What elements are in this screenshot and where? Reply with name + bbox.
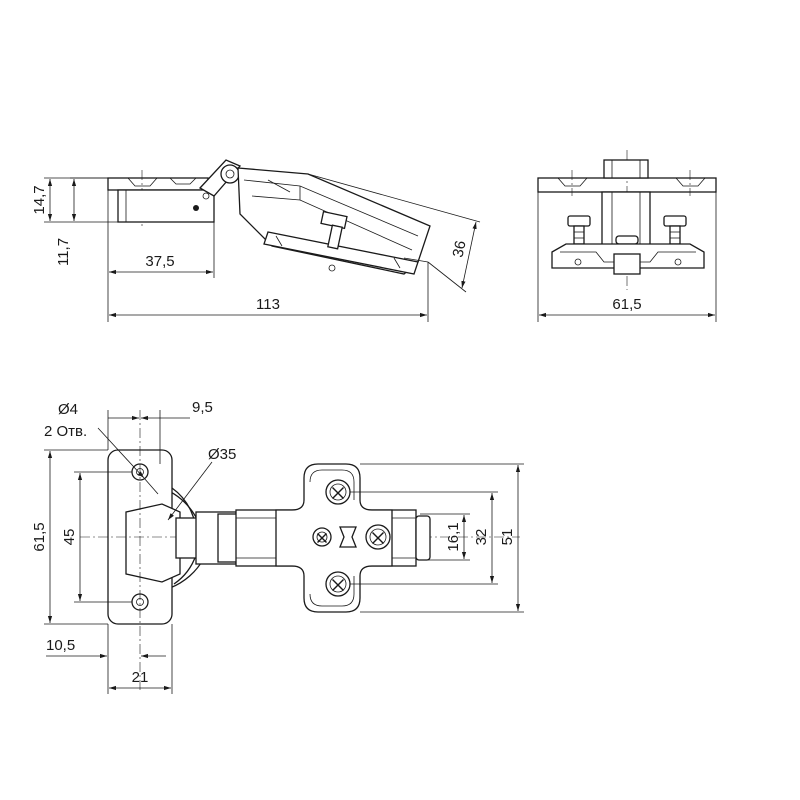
screw-top-icon	[325, 479, 351, 505]
front-knuckle-block	[603, 159, 649, 179]
label-cup-diameter: Ø35	[208, 446, 236, 463]
front-countersink-right	[675, 177, 706, 187]
front-plate-hole-left	[574, 258, 582, 266]
label-plan-height: 61,5	[31, 522, 48, 551]
dim-line-36	[461, 221, 477, 289]
arm-mount-plate	[263, 231, 419, 275]
arm-plan-tip	[415, 515, 431, 561]
hinge-knuckle	[220, 164, 240, 184]
center-cam-slot	[339, 526, 357, 548]
label-side-arm-height: 36	[450, 239, 470, 259]
screw-bottom-icon	[325, 571, 351, 597]
adjust-screw-shaft	[327, 224, 343, 250]
front-countersink-left	[557, 177, 588, 187]
label-hole-count: 2 Отв.	[44, 423, 87, 440]
flange-countersink-left	[127, 177, 158, 187]
cup-pin	[202, 192, 210, 200]
side-view: 14,7 11,7 37,5 113 36	[31, 159, 481, 322]
label-side-total-length: 113	[256, 296, 280, 313]
label-plate-slot: 16,1	[445, 522, 462, 551]
cup-plate-recess	[125, 503, 181, 583]
label-plate-height: 51	[499, 529, 516, 546]
screw-right-icon	[365, 524, 391, 550]
front-view: 61,5	[537, 150, 717, 322]
knuckle-pin	[225, 169, 235, 179]
label-front-width: 61,5	[612, 296, 641, 313]
ext-line-36-top	[307, 173, 481, 223]
arm-detail-1	[267, 179, 291, 193]
label-side-height-bottom: 11,7	[55, 238, 72, 266]
label-hole-spacing: 45	[61, 529, 78, 546]
label-hole-edge: 9,5	[192, 399, 213, 416]
ext-line-36-bottom	[427, 261, 467, 293]
screw-left-icon	[312, 527, 332, 547]
leader-hole	[97, 427, 145, 479]
label-side-height-top: 14,7	[31, 185, 48, 214]
plan-view: Ø4 2 Отв. 9,5 Ø35 61,5 45 10,5 21 16,	[31, 399, 524, 694]
label-cup-width: 21	[132, 669, 149, 686]
base-plate-inner-bottom	[309, 576, 355, 607]
leader-cup	[167, 461, 213, 521]
plate-tip	[403, 257, 429, 263]
label-side-cup-offset: 37,5	[145, 253, 174, 270]
cup-flange	[107, 177, 209, 191]
front-screw-left	[567, 215, 591, 245]
plate-tab-2	[393, 257, 401, 269]
cup-body	[117, 189, 215, 223]
front-plate-center	[613, 253, 641, 275]
label-hole-diameter: Ø4	[58, 401, 78, 418]
label-plate-spacing: 32	[473, 529, 490, 546]
cup-rivet	[193, 205, 199, 211]
plate-tab-1	[275, 235, 283, 247]
front-screw-right	[663, 215, 687, 245]
base-plate-inner-top	[309, 469, 355, 500]
front-plate-hole-right	[674, 258, 682, 266]
arm-plan-link-2	[217, 513, 239, 563]
base-plate	[275, 463, 393, 613]
leader-hole-tail	[143, 477, 159, 495]
front-arm-slot	[615, 235, 639, 245]
flange-countersink-right	[169, 177, 197, 185]
arm-plan-neck	[175, 517, 199, 559]
plate-hole	[328, 264, 336, 272]
label-edge-offset: 10,5	[46, 637, 75, 654]
